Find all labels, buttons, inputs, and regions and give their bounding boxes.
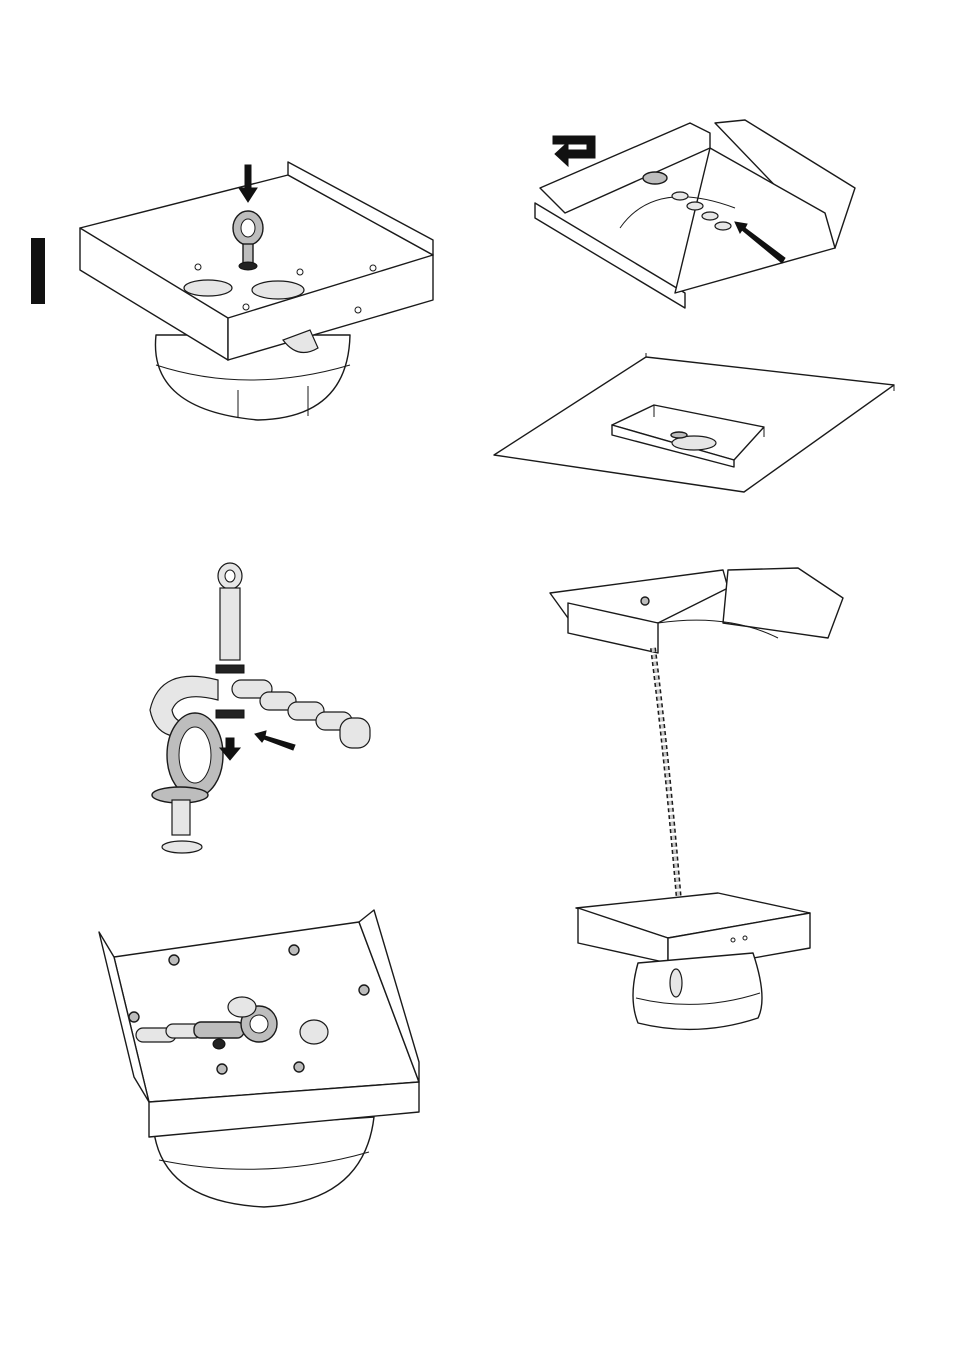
bracket-with-stowed-chain-icon xyxy=(94,902,424,1212)
eyebolt-chain-detail-icon xyxy=(140,560,380,860)
hanging-unit-by-chain-icon xyxy=(548,568,848,1033)
figure-ceiling-bracket-chain-hook xyxy=(535,118,865,318)
section-tab-marker xyxy=(31,238,45,304)
ceiling-bracket-with-chain-icon xyxy=(535,118,865,318)
figure-bracket-with-chain-stowed xyxy=(94,902,424,1212)
chain-links-icon xyxy=(232,680,370,748)
figure-bracket-hung-by-chain xyxy=(548,568,848,1033)
figure-eyebolt-into-bracket xyxy=(78,160,448,430)
ceiling-panel-bracket-icon xyxy=(494,355,896,495)
figure-eyebolt-chain-assembly xyxy=(140,560,380,860)
mounting-bracket-with-eyebolt-icon xyxy=(78,160,448,430)
figure-bracket-on-ceiling-panel xyxy=(494,355,896,495)
